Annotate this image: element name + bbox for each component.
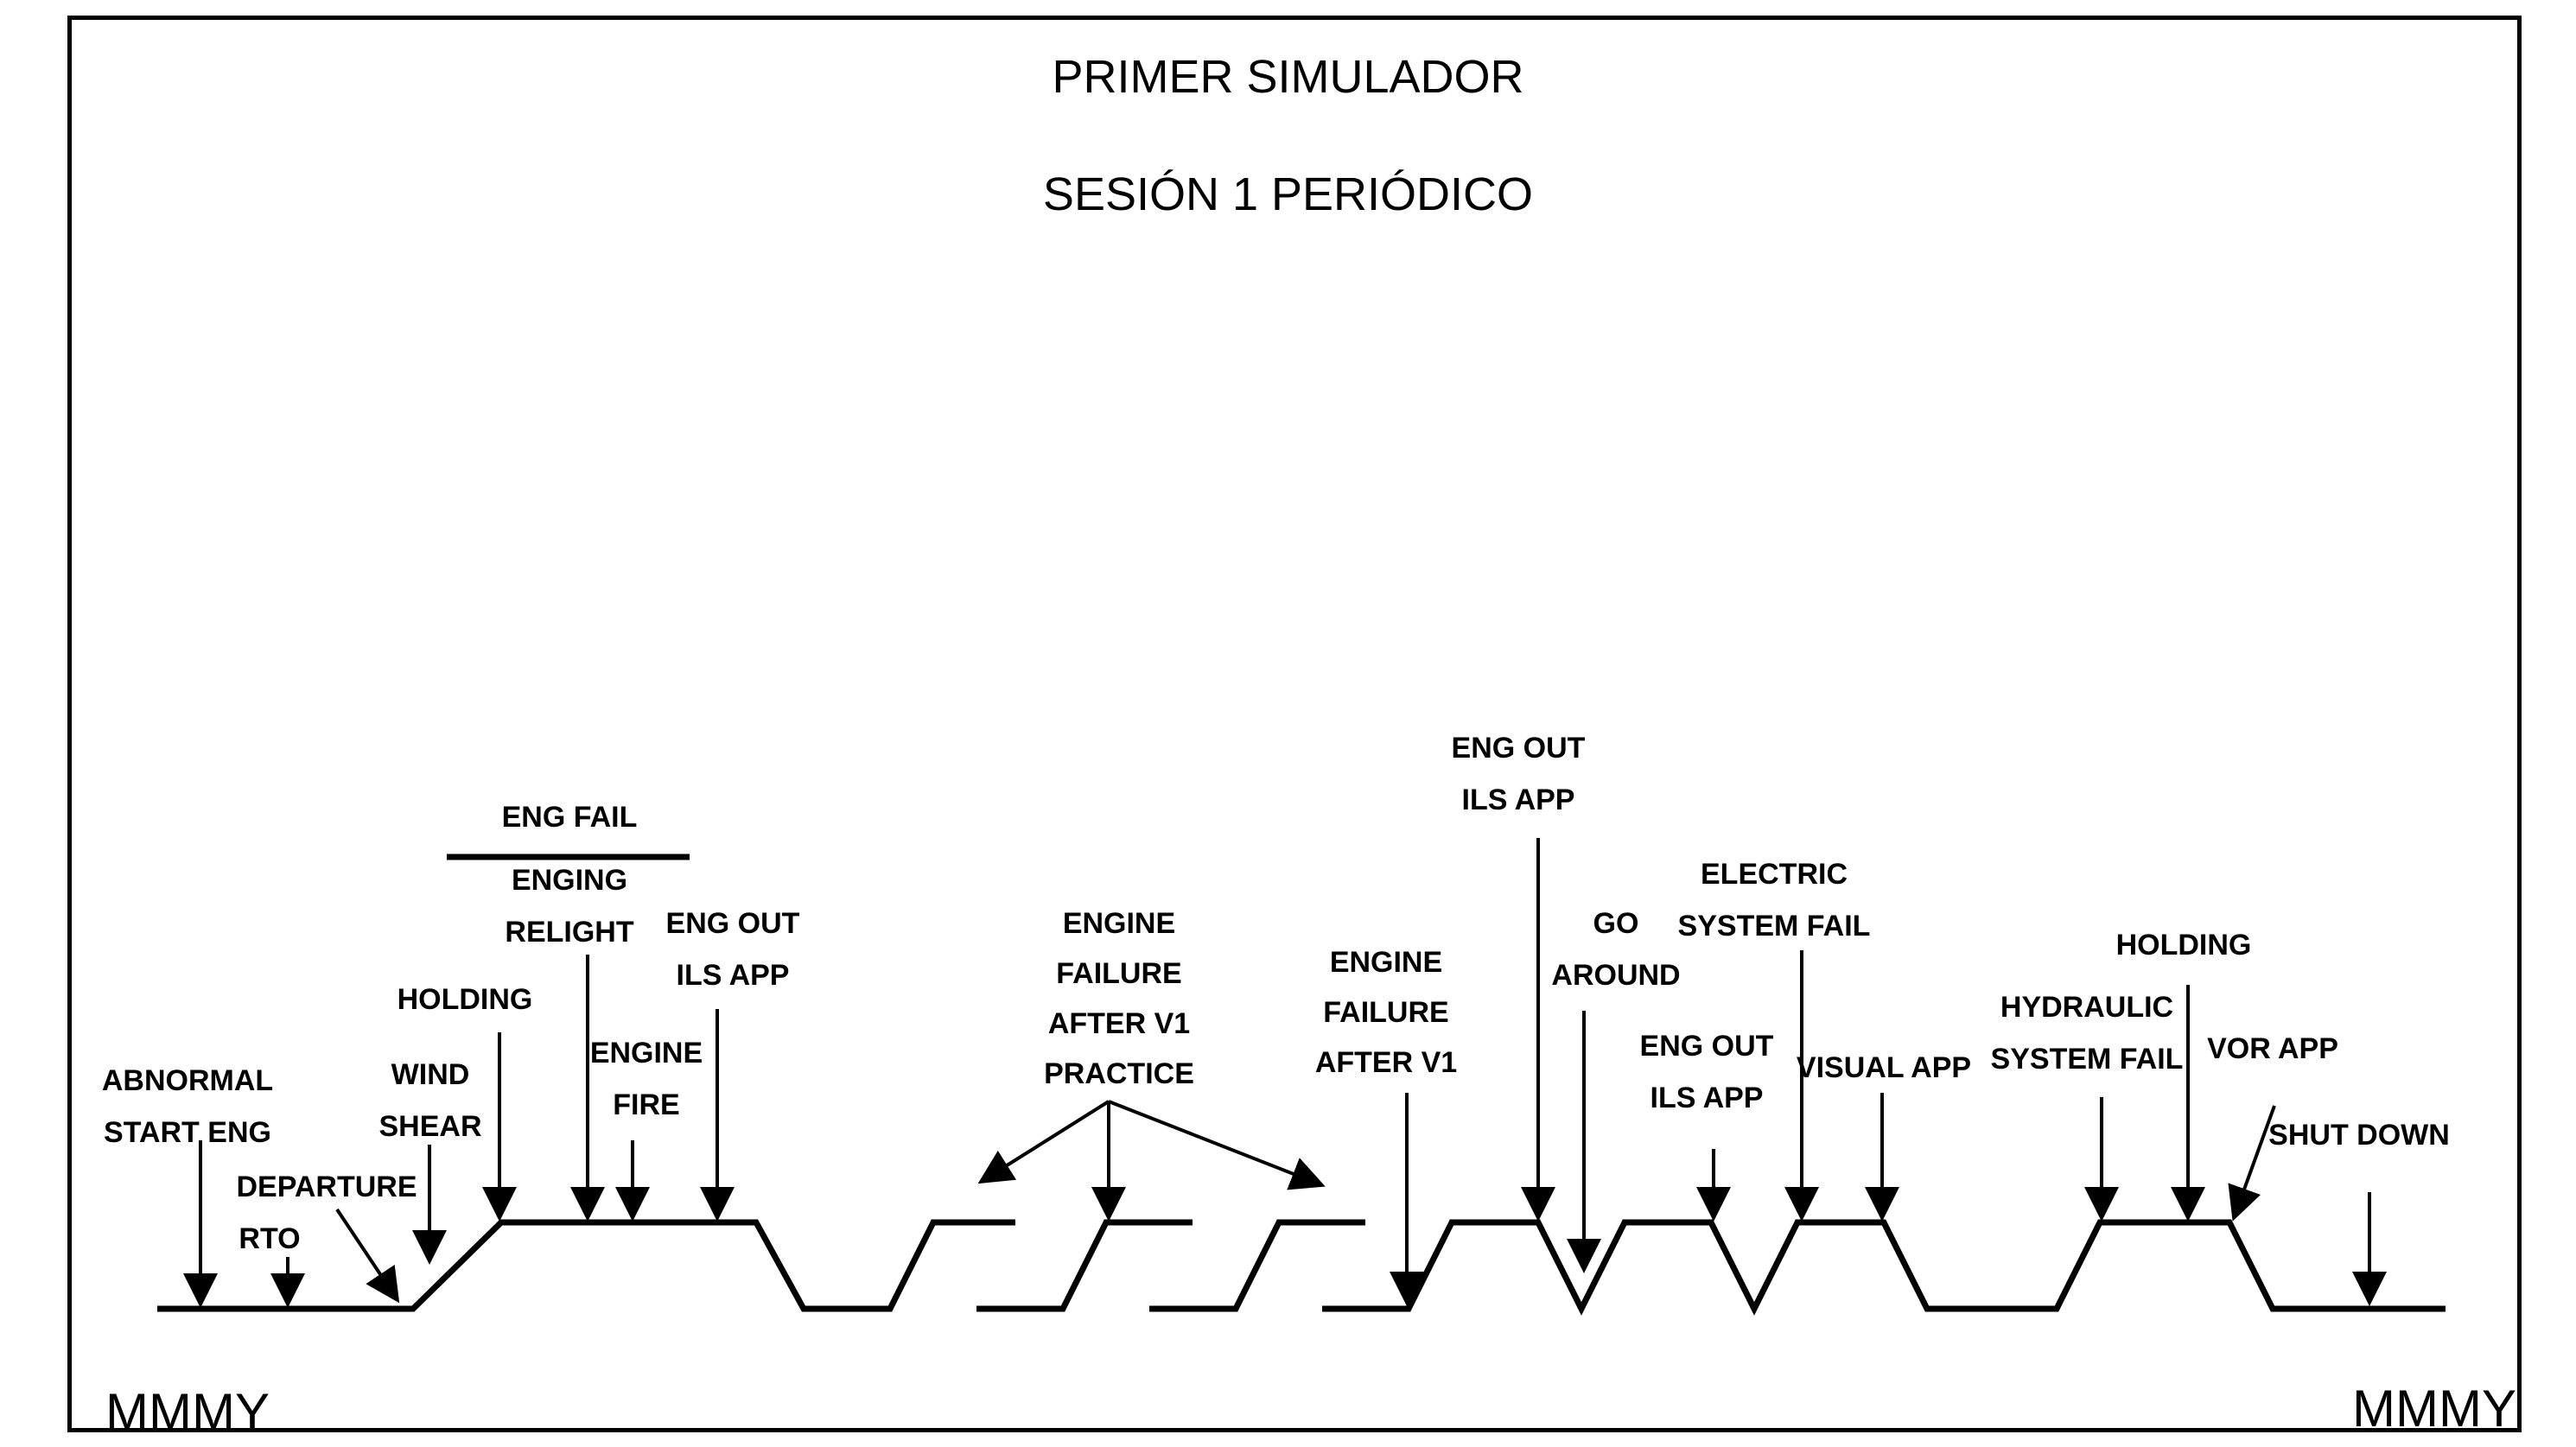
- label-engine-fire-line1: ENGINE: [590, 1037, 703, 1069]
- corner-label-right: MMMY: [2352, 1380, 2516, 1437]
- label-electric-fail-line1: ELECTRIC: [1701, 858, 1848, 891]
- label-holding-1: HOLDING: [398, 983, 533, 1016]
- label-go-around-line1: GO: [1593, 907, 1639, 940]
- profile-segment-1: [157, 1219, 1015, 1312]
- label-enging-relight-line2: RELIGHT: [505, 916, 633, 949]
- label-practice-line1: ENGINE: [1063, 907, 1175, 940]
- label-eng-out-ils-1-line1: ENG OUT: [666, 907, 800, 940]
- label-enging-relight-line1: ENGING: [512, 864, 627, 897]
- label-practice-line2: FAILURE: [1056, 957, 1181, 990]
- profile-segment-2: [976, 1219, 1193, 1312]
- label-practice-line3: AFTER V1: [1048, 1007, 1190, 1040]
- label-eng-out-ils-2-line2: ILS APP: [1462, 784, 1575, 816]
- event-arrows: [183, 838, 2387, 1308]
- label-shut-down: SHUT DOWN: [2268, 1119, 2450, 1152]
- label-rto: RTO: [239, 1222, 300, 1255]
- arrow-vor-app: [2228, 1105, 2276, 1222]
- label-vor-app: VOR APP: [2207, 1032, 2338, 1065]
- diagram-title: PRIMER SIMULADOR: [1052, 51, 1524, 103]
- label-holding-2: HOLDING: [2116, 929, 2252, 961]
- label-eng-out-ils-3-line2: ILS APP: [1651, 1082, 1764, 1114]
- label-engine-fire-line2: FIRE: [613, 1088, 679, 1121]
- label-eng-fail: ENG FAIL: [502, 801, 638, 834]
- diagram-subtitle: SESIÓN 1 PERIÓDICO: [1042, 168, 1534, 220]
- label-practice-line4: PRACTICE: [1044, 1057, 1194, 1090]
- label-abnormal-start-line2: START ENG: [104, 1116, 271, 1149]
- label-hydraulic-fail-line1: HYDRAULIC: [2000, 991, 2173, 1024]
- label-engine-failure-v1-line1: ENGINE: [1330, 946, 1442, 979]
- profile-segment-4: [1322, 1219, 2446, 1316]
- label-eng-out-ils-3-line1: ENG OUT: [1640, 1030, 1774, 1063]
- flight-profile-line: [157, 1219, 2446, 1316]
- arrow-practice-right: [1108, 1100, 1326, 1190]
- label-departure: DEPARTURE: [236, 1171, 417, 1203]
- arrow-departure: [335, 1208, 400, 1304]
- label-electric-fail-line2: SYSTEM FAIL: [1678, 910, 1871, 942]
- arrow-practice-left: [977, 1100, 1110, 1184]
- event-labels: ABNORMAL START ENG RTO DEPARTURE WIND SH…: [102, 732, 2450, 1255]
- label-go-around-line2: AROUND: [1551, 959, 1680, 992]
- label-visual-app: VISUAL APP: [1797, 1051, 1971, 1084]
- label-wind-shear-line1: WIND: [391, 1058, 470, 1091]
- label-wind-shear-line2: SHEAR: [378, 1110, 481, 1143]
- label-engine-failure-v1-line2: FAILURE: [1323, 996, 1448, 1029]
- label-eng-out-ils-1-line2: ILS APP: [677, 959, 790, 992]
- label-hydraulic-fail-line2: SYSTEM FAIL: [1991, 1043, 2184, 1076]
- label-abnormal-start-line1: ABNORMAL: [102, 1064, 273, 1097]
- label-eng-out-ils-2-line1: ENG OUT: [1452, 732, 1586, 765]
- label-engine-failure-v1-line3: AFTER V1: [1315, 1046, 1457, 1079]
- corner-label-left: MMMY: [105, 1383, 270, 1441]
- profile-segment-3: [1149, 1219, 1365, 1312]
